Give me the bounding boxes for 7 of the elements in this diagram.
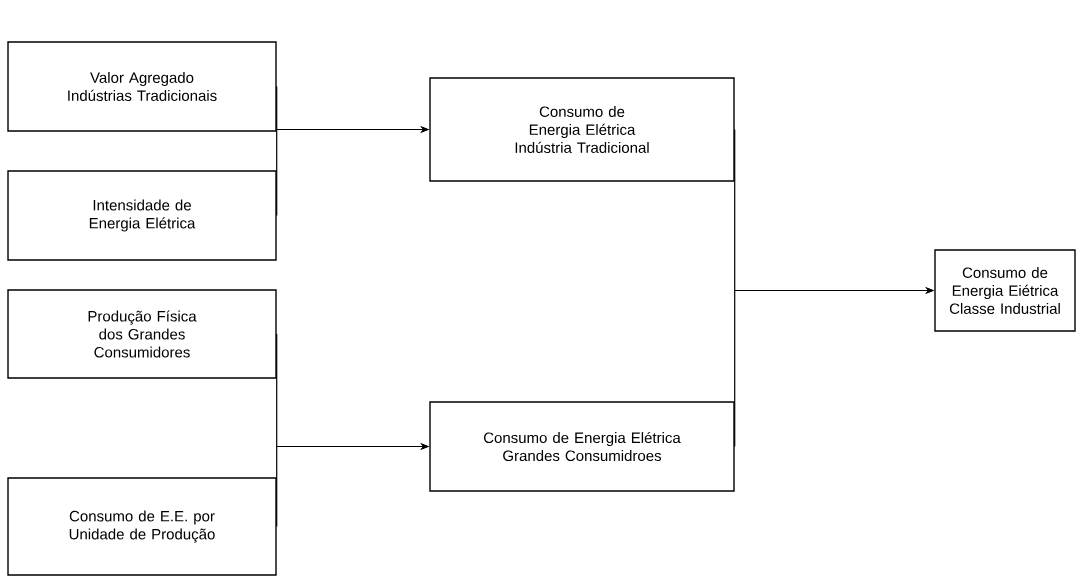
process-box: Consumo de Energia Elétrica Indústria Tradicional <box>429 77 735 182</box>
process-box: Consumo de Energia Elétrica Grandes Consumidroes <box>429 401 735 492</box>
process-box: Consumo de Energia Eiétrica Classe Industrial <box>934 249 1076 332</box>
process-box: Valor Agregado Indústrias Tradicionais <box>7 41 277 132</box>
process-box: Intensidade de Energia Elétrica <box>7 170 277 261</box>
process-box: Produção Física dos Grandes Consumidores <box>7 289 277 379</box>
process-box: Consumo de E.E. por Unidade de Produção <box>7 477 277 576</box>
